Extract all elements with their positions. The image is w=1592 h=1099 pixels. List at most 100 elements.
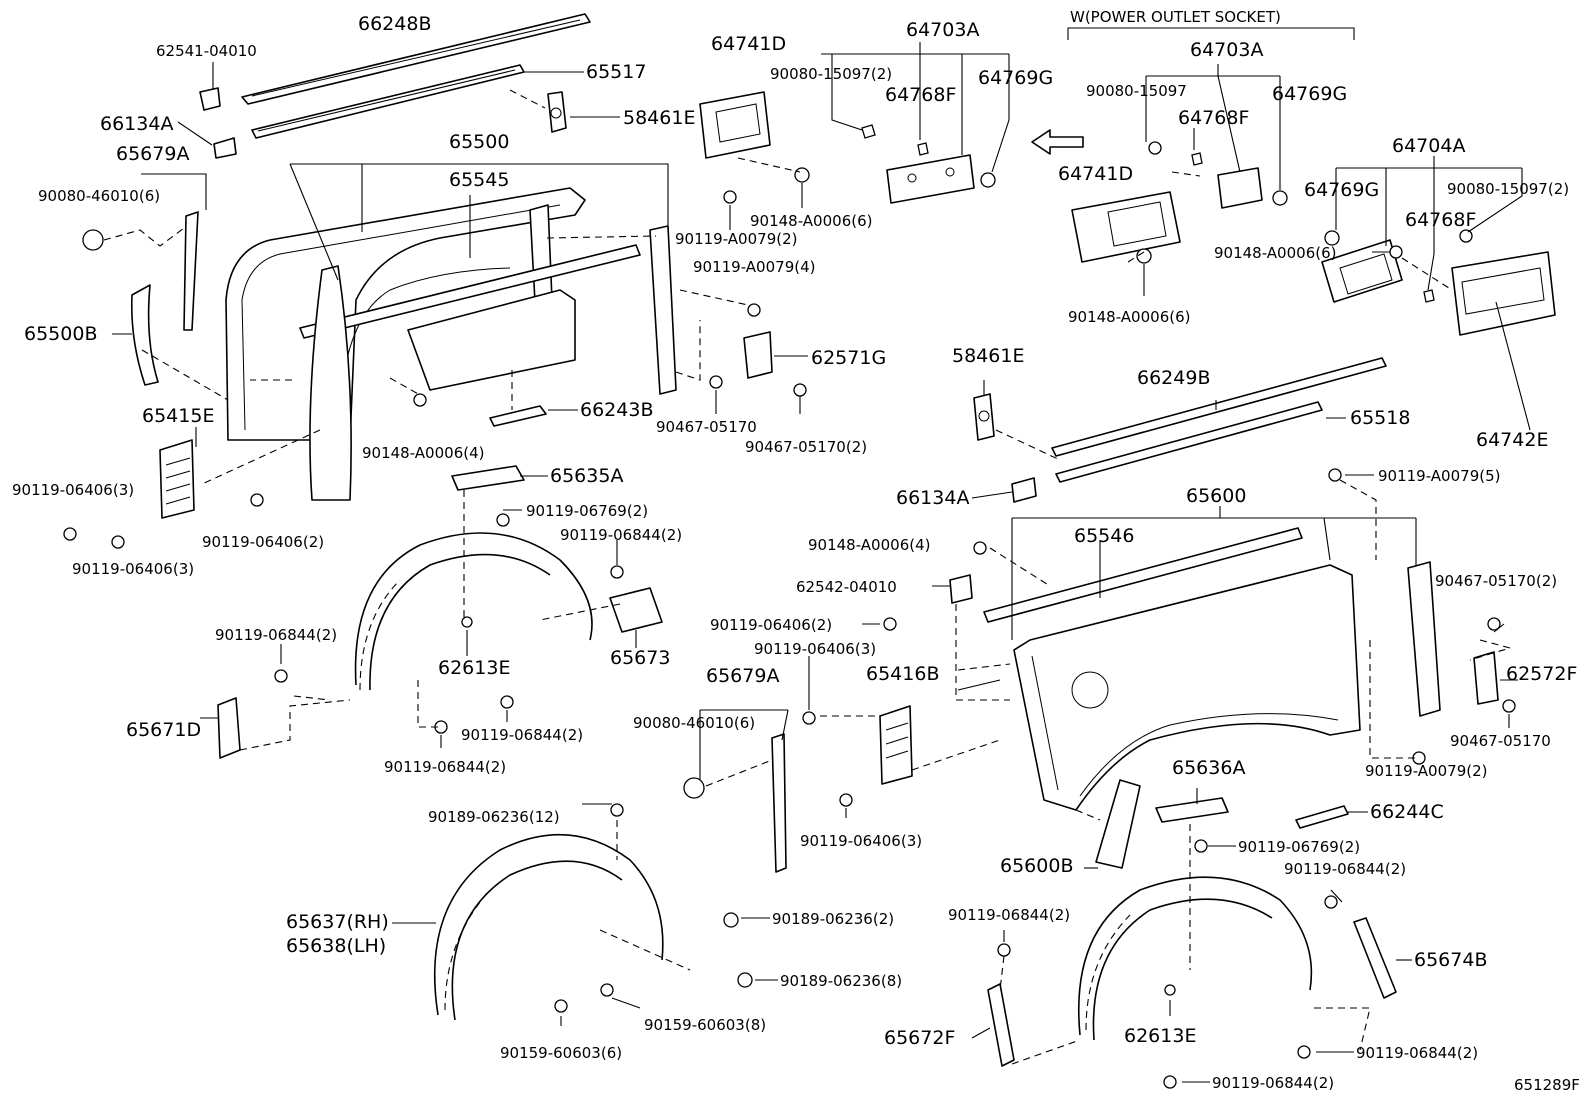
label-66244C: 66244C [1370,801,1444,823]
label-90119-06406-3b: 90119-06406(3) [72,560,194,578]
label-90119-06769-b: 90119-06769(2) [1238,838,1360,856]
rail-65517 [251,64,525,139]
outlet-box-64742E [1451,251,1556,336]
rail-66249B [1051,357,1387,457]
label-66243B: 66243B [580,399,653,421]
plate-64703A-b [1217,167,1263,209]
figure-code: 651289F [1514,1076,1580,1094]
label-65600B: 65600B [1000,855,1073,877]
liner-65637-65638 [433,833,691,1021]
clip-62541-04010 [199,87,221,111]
label-66134A-a: 66134A [100,113,173,135]
label-90080-46010-a: 90080-46010(6) [38,187,160,205]
label-90119-06844-c: 90119-06844(2) [461,726,583,744]
label-90119-06844-a: 90119-06844(2) [560,526,682,544]
label-90119-06769-a: 90119-06769(2) [526,502,648,520]
label-90159-60603-8: 90159-60603(8) [644,1016,766,1034]
fasteners [63,190,1516,1089]
label-64703A-b: 64703A [1190,39,1263,61]
label-64769G-c: 64769G [1304,179,1379,201]
leader-lines [103,42,1531,1083]
cap-64769G-a [980,172,996,188]
clip-64768F-c [1423,289,1435,303]
label-90189-06236-2: 90189-06236(2) [772,910,894,928]
label-64768F-b: 64768F [1178,107,1249,129]
bracket-panel-b [1407,561,1441,717]
label-65415E: 65415E [142,405,214,427]
label-64768F-c: 64768F [1405,209,1476,231]
label-58461E-a: 58461E [623,107,695,129]
label-90119-A0079-2a: 90119-A0079(2) [675,230,797,248]
label-64741D-b: 64741D [1058,163,1133,185]
clip-66134A-b [1011,477,1037,503]
bracket-65671D [217,697,241,759]
label-90080-15097-2a: 90080-15097(2) [770,65,892,83]
cap-64769G-b [1272,190,1288,206]
label-65671D: 65671D [126,719,201,741]
label-64704A: 64704A [1392,135,1465,157]
label-65636A: 65636A [1172,757,1245,779]
label-64768F-a: 64768F [885,84,956,106]
screw-90080-15097-a [861,124,876,139]
label-90148-A0006-6b: 90148-A0006(6) [1068,308,1190,326]
label-64769G-b: 64769G [1272,83,1347,105]
inner-liner [407,289,576,391]
label-65517: 65517 [586,61,646,83]
label-65638: 65638(LH) [286,935,386,957]
plate-64704A [1321,239,1403,303]
label-66248B: 66248B [358,13,431,35]
trim-65679A-b [771,733,787,873]
label-90119-06406-3a: 90119-06406(3) [12,481,134,499]
plate-65636A [1155,797,1229,823]
label-90467-05170-2a: 90467-05170(2) [745,438,867,456]
label-90119-06406-2b: 90119-06406(2) [710,616,832,634]
label-90148-A0006-6a: 90148-A0006(6) [750,212,872,230]
screw-90148-A0006-c [1389,245,1403,259]
bracket-panel-a [649,225,677,395]
label-90467-05170-a: 90467-05170 [656,418,757,436]
label-65674B: 65674B [1414,949,1487,971]
bracket-62571G [743,331,773,379]
label-65546: 65546 [1074,525,1134,547]
label-90119-06844-f: 90119-06844(2) [948,906,1070,924]
trim-65679A-a [183,211,199,331]
vent-65415E [159,439,195,519]
label-90467-05170-2b: 90467-05170(2) [1435,572,1557,590]
label-62613E-b: 62613E [1124,1025,1196,1047]
label-90119-06844-g: 90119-06844(2) [1356,1044,1478,1062]
label-62613E-a: 62613E [438,657,510,679]
label-90119-06406-3d: 90119-06406(3) [800,832,922,850]
label-90119-A0079-2b: 90119-A0079(2) [1365,762,1487,780]
label-58461E-b: 58461E [952,345,1024,367]
strip-66243B [489,405,547,427]
bracket-62572F [1473,651,1499,705]
part-labels: 66248B 62541-04010 65517 58461E 66134A 6… [12,8,1580,1094]
label-64769G-a: 64769G [978,67,1053,89]
clip-64768F-a [917,142,929,156]
outlet-box-64741D-b [1071,191,1181,263]
label-90119-06406-2a: 90119-06406(2) [202,533,324,551]
lip-65500B [130,284,159,386]
latch-58461E-a [547,91,567,133]
wheelhouse-filler-a [309,265,352,501]
label-90189-06236-8: 90189-06236(8) [780,972,902,990]
clip-90080-46010-a [82,229,104,251]
bracket-65673 [609,587,663,633]
variant-header: W(POWER OUTLET SOCKET) [1070,8,1281,26]
label-62572F: 62572F [1506,663,1577,685]
label-65500: 65500 [449,131,509,153]
label-65672F: 65672F [884,1027,955,1049]
vent-65416B [879,705,913,785]
bracket-65674B [1353,917,1397,999]
label-90119-A0079-5: 90119-A0079(5) [1378,467,1500,485]
rail-66248B [241,13,591,105]
label-64741D-a: 64741D [711,33,786,55]
label-65416B: 65416B [866,663,939,685]
label-90080-15097-2c: 90080-15097(2) [1447,180,1569,198]
label-90080-15097-b: 90080-15097 [1086,82,1187,100]
label-90119-06844-b: 90119-06844(2) [215,626,337,644]
label-90080-46010-b: 90080-46010(6) [633,714,755,732]
label-64703A-a: 64703A [906,19,979,41]
label-90159-60603-6: 90159-60603(6) [500,1044,622,1062]
label-64742E: 64742E [1476,429,1548,451]
